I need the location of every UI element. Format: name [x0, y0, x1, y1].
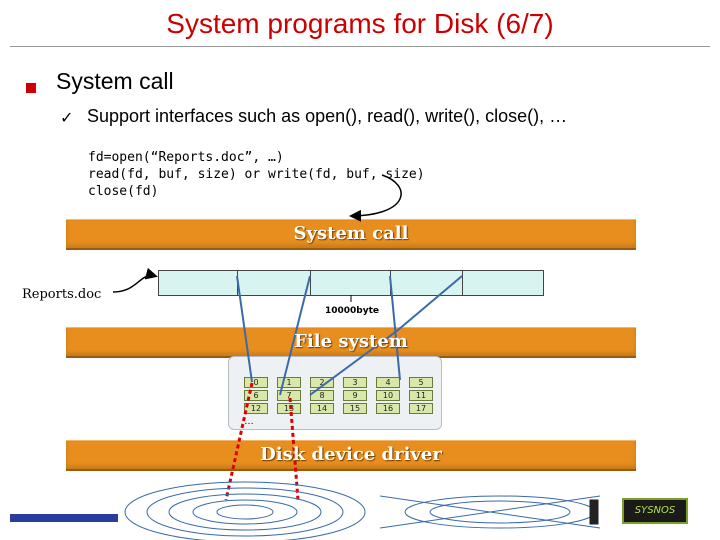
code-to-syscall-arrow — [349, 174, 402, 222]
disk-head-icon — [379, 495, 601, 529]
disk-block: 10 — [376, 390, 400, 401]
check-mark-icon: ✓ — [60, 108, 74, 127]
file-system-label: File system — [294, 331, 408, 352]
disk-block: 14 — [310, 403, 334, 414]
bullet-text: System call — [56, 68, 174, 94]
disk-blocks-panel — [228, 356, 442, 430]
title-divider — [10, 46, 710, 47]
code-line-open: fd=open(“Reports.doc”, …) — [88, 150, 284, 165]
file-name-label: Reports.doc — [22, 287, 102, 302]
disk-block: 12 — [244, 403, 268, 414]
disk-block: 1 — [277, 377, 301, 388]
disk-block: 4 — [376, 377, 400, 388]
bullet-square-icon — [26, 83, 36, 93]
code-line-read-write: read(fd, buf, size) or write(fd, buf, si… — [88, 167, 425, 182]
code-line-close: close(fd) — [88, 184, 159, 199]
disk-platter-icon — [124, 481, 366, 540]
disk-block: 2 — [310, 377, 334, 388]
disk-block: 9 — [343, 390, 367, 401]
more-blocks-ellipsis: … — [244, 416, 254, 427]
slide-title: System programs for Disk (6/7) — [166, 8, 554, 39]
disk-block: 6 — [244, 390, 268, 401]
disk-block: 13 — [277, 403, 301, 414]
disk-block: 15 — [343, 403, 367, 414]
file-data-box — [158, 270, 544, 296]
mapping-line — [236, 275, 253, 383]
label-to-file-arrow — [112, 267, 158, 293]
file-system-bar — [66, 327, 636, 358]
mapping-line — [309, 329, 399, 396]
file-size-label: 10000byte — [325, 306, 380, 316]
logo: SYSNOS — [622, 498, 688, 524]
disk-mapping-line — [288, 397, 300, 501]
file-segment-divider — [310, 270, 311, 296]
disk-driver-bar — [66, 440, 636, 471]
mapping-line — [389, 275, 401, 381]
mapping-line — [397, 275, 463, 331]
disk-mapping-line — [224, 382, 254, 501]
disk-block: 17 — [409, 403, 433, 414]
disk-driver-label: Disk device driver — [260, 444, 442, 465]
disk-block: 11 — [409, 390, 433, 401]
disk-block: 0 — [244, 377, 268, 388]
mapping-line — [279, 275, 311, 396]
sub-bullet-text: Support interfaces such as open(), read(… — [87, 106, 568, 126]
disk-block: 5 — [409, 377, 433, 388]
footer-accent-bar — [10, 514, 118, 522]
system-call-label: System call — [293, 223, 409, 244]
file-segment-divider — [462, 270, 463, 296]
disk-block: 3 — [343, 377, 367, 388]
disk-block: 16 — [376, 403, 400, 414]
